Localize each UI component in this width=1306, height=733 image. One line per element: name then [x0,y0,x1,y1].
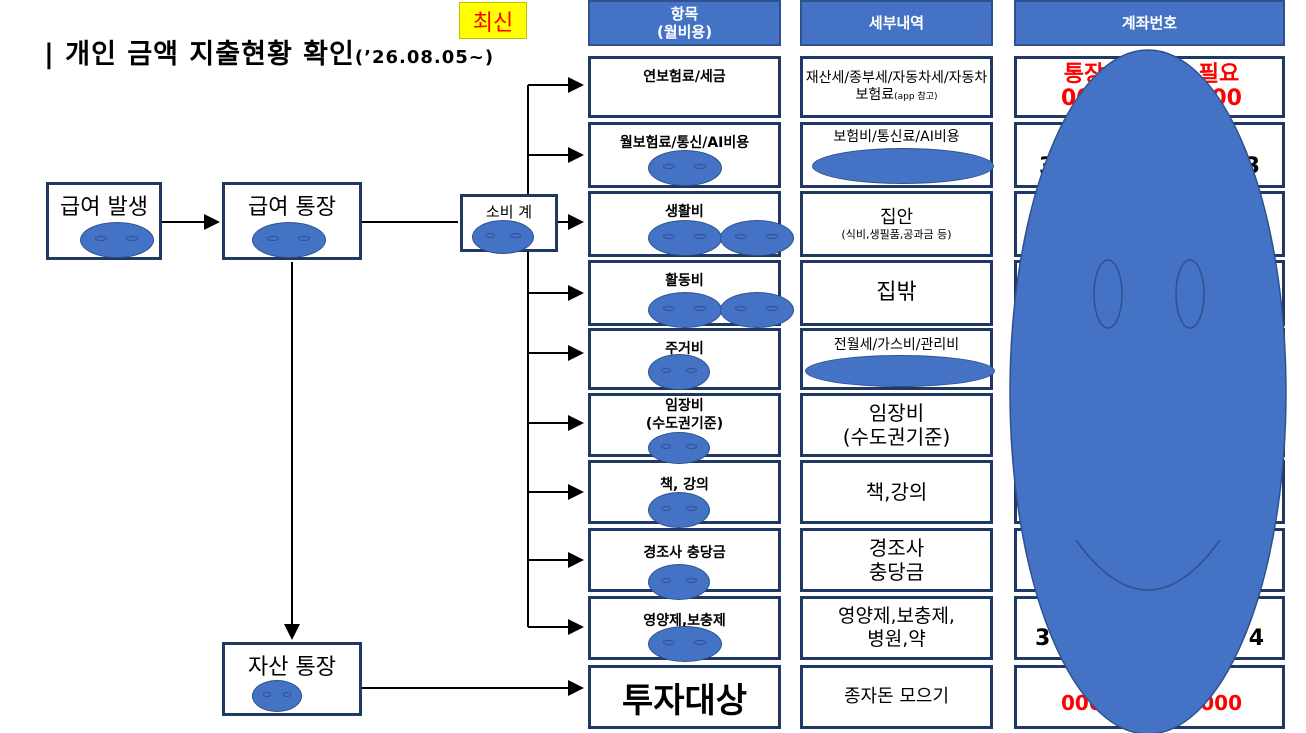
detail-cell: 재산세/종부세/자동차세/자동차보험료(app 참고) [800,56,993,118]
redaction-face-icon [648,220,722,256]
redaction-face-icon [648,292,722,328]
latest-badge: 최신 [459,2,527,39]
detail-cell: 책,강의 [800,460,993,524]
item-cell-investment: 투자대상 [588,665,781,729]
redaction-face-icon [80,222,154,258]
header-detail: 세부내역 [800,0,993,46]
redaction-face-icon [648,150,722,186]
redaction-face-icon [648,432,710,464]
redaction-face-icon [472,220,534,254]
detail-cell: 영양제,보충제, 병원,약 [800,596,993,660]
detail-cell: 임장비 (수도권기준) [800,393,993,457]
detail-cell: 경조사 충당금 [800,528,993,592]
account-cell [1014,191,1285,257]
detail-cell: 집안 (식비,생필품,공과금 등) [800,191,993,257]
header-item: 항목 (월비용) [588,0,781,46]
account-cell [1014,260,1285,326]
account-cell [1014,528,1285,592]
redaction-face-icon [648,492,710,528]
redaction-face-icon [720,292,794,328]
item-cell: 임장비 (수도권기준) [588,393,781,457]
redaction-face-icon [648,564,710,600]
page-title: | 개인 금액 지출현황 확인(’26.08.05~) [44,39,495,70]
redaction-face-icon [720,220,794,256]
redaction-face-icon [252,680,302,712]
redaction-face-icon [812,148,994,184]
detail-cell: 집밖 [800,260,993,326]
account-cell [1014,460,1285,524]
redaction-face-icon [648,626,722,662]
account-cell [1014,328,1285,390]
header-account: 계좌번호 [1014,0,1285,46]
detail-cell: 종자돈 모으기 [800,665,993,729]
redaction-face-icon [805,355,995,387]
redaction-face-icon [252,222,326,258]
item-cell: 연보험료/세금 [588,56,781,118]
redaction-face-icon [648,354,710,390]
account-cell [1014,393,1285,457]
